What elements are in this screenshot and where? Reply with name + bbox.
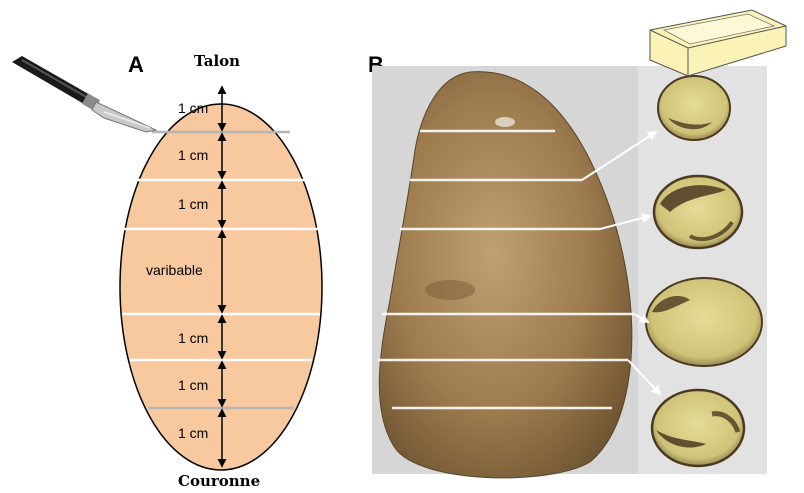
- slice-4: [652, 390, 744, 466]
- slice-3: [646, 278, 762, 366]
- slice-1: [658, 76, 730, 140]
- slice-2: [654, 176, 742, 248]
